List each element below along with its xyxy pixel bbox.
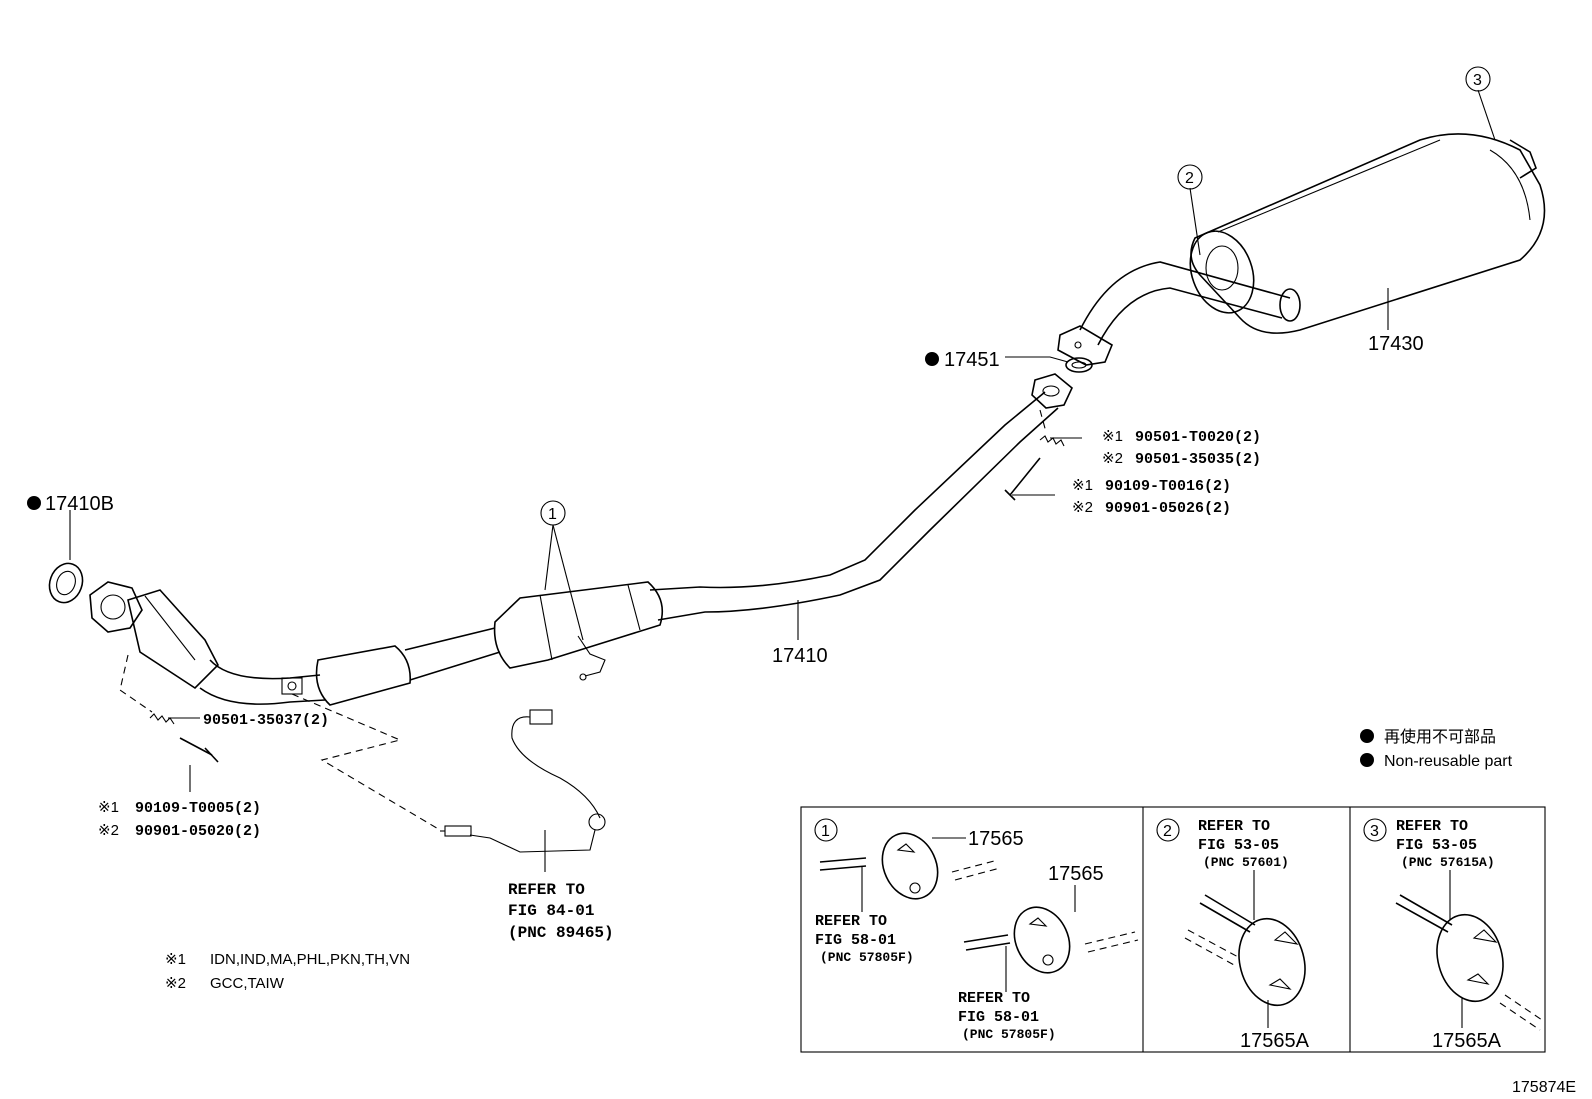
box2-ref-line1: REFER TO — [1198, 818, 1270, 835]
box1-ref-a-line1: REFER TO — [815, 913, 887, 930]
box1-ref-a-line3: (PNC 57805F) — [820, 950, 914, 965]
callout-gasket-front: 17410B — [45, 493, 114, 515]
gasket-rear-drawing — [1065, 357, 1093, 373]
note-1-mark: ※1 — [165, 951, 186, 968]
box1-number: 1 — [821, 823, 830, 840]
box2-number: 2 — [1163, 823, 1172, 840]
detail-box-3: 3 REFER TO FIG 53-05 (PNC 57615A) 17565A — [1363, 818, 1546, 1052]
mark-2-front: ※2 — [98, 822, 119, 839]
callout-rear-bolt-a: 90109-T0016(2) — [1105, 478, 1231, 495]
box1-ref-b-line1: REFER TO — [958, 990, 1030, 1007]
oxygen-sensor-drawing — [440, 709, 606, 853]
callout-main-pipe: 17410 — [772, 645, 828, 667]
legend-english: Non-reusable part — [1384, 753, 1513, 770]
callout-gasket-rear: 17451 — [944, 349, 1000, 371]
callout-spring-b: 90501-35035(2) — [1135, 451, 1261, 468]
box1-ref-b-line3: (PNC 57805F) — [962, 1027, 1056, 1042]
detail-box-2: 2 REFER TO FIG 53-05 (PNC 57601) 17565A — [1156, 818, 1310, 1052]
circled-number-1: 1 — [548, 506, 557, 523]
callout-spring-a: 90501-T0020(2) — [1135, 429, 1261, 446]
sensor-refer-line3: (PNC 89465) — [508, 924, 614, 942]
detail-box-frame — [800, 806, 1546, 1053]
box1-ref-a-line2: FIG 58-01 — [815, 932, 896, 949]
callout-front-bolt-b: 90901-05020(2) — [135, 823, 261, 840]
box1-ref-b-line2: FIG 58-01 — [958, 1009, 1039, 1026]
gasket-front-drawing — [48, 562, 84, 604]
circled-number-2: 2 — [1185, 170, 1194, 187]
box1-part-a: 17565 — [968, 828, 1024, 850]
box1-part-b: 17565 — [1048, 863, 1104, 885]
box2-ref-line2: FIG 53-05 — [1198, 837, 1279, 854]
box3-ref-line1: REFER TO — [1396, 818, 1468, 835]
tailpipe-muffler-drawing — [1057, 133, 1546, 366]
sensor-refer-line1: REFER TO — [508, 881, 585, 899]
box3-part: 17565A — [1432, 1030, 1502, 1052]
mark-1-front: ※1 — [98, 799, 119, 816]
box2-part: 17565A — [1240, 1030, 1310, 1052]
legend-japanese: 再使用不可部品 — [1384, 728, 1496, 746]
callout-rear-bolt-b: 90901-05026(2) — [1105, 500, 1231, 517]
note-2-regions: GCC,TAIW — [210, 975, 285, 992]
mark-2-spring: ※2 — [1102, 450, 1123, 467]
circled-number-3: 3 — [1473, 72, 1482, 89]
note-1-regions: IDN,IND,MA,PHL,PKN,TH,VN — [210, 951, 410, 968]
main-exhaust-pipe-drawing — [89, 373, 1073, 706]
callout-tailpipe-muffler: 17430 — [1368, 333, 1424, 355]
mark-1-rear-bolt: ※1 — [1072, 477, 1093, 494]
callout-front-bolt-top: 90501-35037(2) — [203, 712, 329, 729]
box3-number: 3 — [1370, 823, 1379, 840]
rear-spring-bolt-drawing — [1004, 435, 1065, 501]
box3-ref-line3: (PNC 57615A) — [1401, 855, 1495, 870]
note-2-mark: ※2 — [165, 975, 186, 992]
mark-2-rear-bolt: ※2 — [1072, 499, 1093, 516]
detail-box-1: 1 17565 REFER TO FIG 58-01 (PNC 57805F) … — [814, 818, 1139, 1042]
box3-ref-line2: FIG 53-05 — [1396, 837, 1477, 854]
figure-id: 175874E — [1512, 1079, 1576, 1096]
box2-ref-line3: (PNC 57601) — [1203, 855, 1289, 870]
mark-1-spring: ※1 — [1102, 428, 1123, 445]
callout-front-bolt-a: 90109-T0005(2) — [135, 800, 261, 817]
sensor-refer-line2: FIG 84-01 — [508, 902, 594, 920]
